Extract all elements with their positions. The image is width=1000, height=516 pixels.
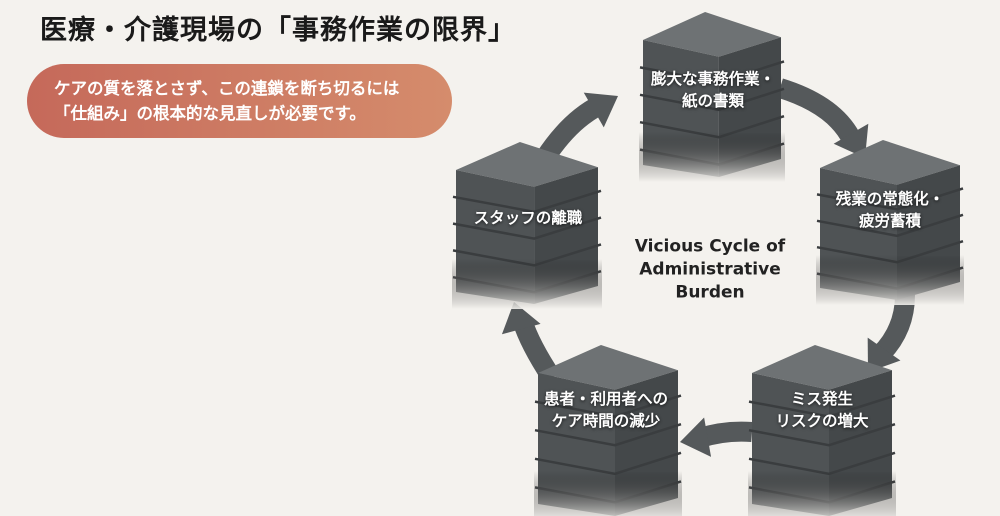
stack-shadow-fade bbox=[639, 132, 785, 182]
stack-top-face bbox=[820, 140, 960, 185]
arrow-head-icon bbox=[501, 302, 541, 335]
callout-pill: ケアの質を落とさず、この連鎖を断ち切るには 「仕組み」の根本的な見直しが必要です… bbox=[27, 64, 452, 138]
stack-care-time bbox=[534, 345, 682, 516]
arrow-head-icon bbox=[833, 123, 869, 158]
arrow-shaft bbox=[696, 421, 753, 448]
cycle-center-title: Vicious Cycle of Administrative Burden bbox=[635, 236, 785, 305]
node-label-line: 残業の常態化・ bbox=[835, 190, 945, 208]
arrow-head-icon bbox=[867, 337, 901, 372]
node-label-line: スタッフの離職 bbox=[473, 209, 583, 227]
stack-top-face bbox=[643, 12, 781, 57]
stack-shadow-fade bbox=[748, 471, 896, 516]
stack-top-face bbox=[752, 345, 892, 390]
stack-top-face bbox=[456, 142, 598, 187]
stack-shadow-fade bbox=[452, 259, 602, 309]
paper-layer-line bbox=[452, 216, 602, 240]
node-label-line: ミス発生 bbox=[790, 390, 854, 408]
node-label-line: 紙の書類 bbox=[681, 92, 745, 110]
paper-layer-line bbox=[816, 213, 964, 238]
center-line-2: Administrative bbox=[639, 259, 781, 280]
arrow-shaft bbox=[536, 96, 605, 164]
node-label-line: 疲労蓄積 bbox=[858, 212, 922, 230]
node-label-overtime: 残業の常態化・疲労蓄積 bbox=[836, 188, 945, 232]
stack-turnover bbox=[452, 142, 602, 309]
paper-layer-line bbox=[639, 60, 785, 84]
cycle-arrow-5 bbox=[536, 92, 618, 164]
stack-errors bbox=[748, 345, 896, 516]
page-title: 医療・介護現場の「事務作業の限界」 bbox=[40, 15, 516, 46]
cycle-arrow-1 bbox=[776, 78, 869, 158]
stack-top-face bbox=[538, 345, 678, 390]
paper-layer-line bbox=[748, 423, 896, 447]
stack-shadow-fade bbox=[534, 471, 682, 516]
node-label-errors: ミス発生リスクの増大 bbox=[775, 388, 868, 432]
node-label-line: ケア時間の減少 bbox=[551, 412, 661, 430]
stack-overtime bbox=[816, 140, 964, 305]
callout-line-1: ケアの質を落とさず、この連鎖を断ち切るには bbox=[54, 79, 400, 98]
arrow-shaft bbox=[776, 78, 861, 145]
arrow-head-icon bbox=[680, 417, 712, 457]
stack-paperwork bbox=[639, 12, 785, 182]
node-label-line: 膨大な事務作業・ bbox=[650, 70, 776, 88]
cycle-arrow-3 bbox=[680, 417, 753, 457]
stack-shadow-fade bbox=[816, 255, 964, 305]
paper-layer-line bbox=[639, 87, 785, 112]
center-line-3: Burden bbox=[675, 282, 745, 303]
node-label-line: 患者・利用者への bbox=[543, 390, 669, 408]
paper-layer-line bbox=[534, 423, 682, 447]
paper-layer-line bbox=[452, 189, 602, 214]
paper-layer-line bbox=[748, 394, 896, 418]
arrow-head-icon bbox=[583, 92, 618, 128]
center-line-1: Vicious Cycle of bbox=[634, 236, 786, 257]
node-label-paperwork: 膨大な事務作業・紙の書類 bbox=[651, 68, 775, 112]
node-label-care-time: 患者・利用者へのケア時間の減少 bbox=[544, 388, 668, 432]
node-label-line: リスクの増大 bbox=[775, 412, 869, 430]
cycle-arrow-4 bbox=[501, 302, 561, 384]
node-label-turnover: スタッフの離職 bbox=[474, 207, 583, 229]
paper-layer-line bbox=[534, 394, 682, 418]
paper-layer-line bbox=[816, 187, 964, 211]
callout-line-2: 「仕組み」の根本的な見直しが必要です。 bbox=[54, 104, 366, 123]
